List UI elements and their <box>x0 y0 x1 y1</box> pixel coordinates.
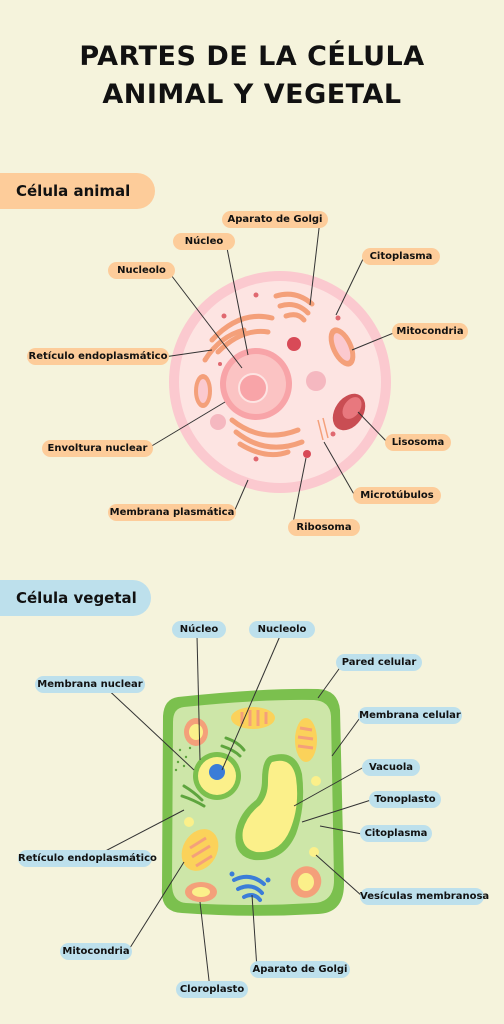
plant-cell-heading: Célula vegetal <box>0 580 151 616</box>
label-plant-nuclear-membrane: Membrana nuclear <box>35 676 145 693</box>
plant-golgi <box>232 874 266 902</box>
label-plant-cytoplasm: Citoplasma <box>360 825 432 842</box>
plant-chloroplast-1 <box>231 707 275 729</box>
label-animal-microtubules: Microtúbulos <box>353 487 441 504</box>
plant-chloroplast-2 <box>295 718 317 762</box>
label-plant-tonoplast: Tonoplasto <box>369 791 441 808</box>
animal-vesicle <box>210 414 226 430</box>
animal-ribosome-2 <box>303 450 311 458</box>
label-animal-er: Retículo endoplasmático <box>27 348 169 365</box>
animal-golgi <box>273 291 315 323</box>
label-plant-mitochondria: Mitocondria <box>60 943 132 960</box>
animal-ribosome-1 <box>287 337 301 351</box>
label-plant-cell-membrane: Membrana celular <box>358 707 462 724</box>
plant-er <box>180 736 246 808</box>
label-plant-nucleus: Núcleo <box>172 621 226 638</box>
label-animal-golgi: Aparato de Golgi <box>222 211 328 228</box>
label-animal-nuclear-envelope: Envoltura nuclear <box>42 440 153 457</box>
label-animal-mitochondria: Mitocondria <box>392 323 468 340</box>
animal-nucleolus <box>238 373 268 403</box>
label-animal-nucleus: Núcleo <box>173 233 235 250</box>
label-plant-nucleolus: Nucleolo <box>249 621 315 638</box>
label-plant-vesicles: Vesículas membranosa <box>360 888 489 905</box>
label-plant-cell-wall: Pared celular <box>336 654 422 671</box>
label-plant-golgi: Aparato de Golgi <box>250 961 350 978</box>
animal-cell-heading: Célula animal <box>0 173 155 209</box>
label-plant-chloroplast: Cloroplasto <box>176 981 248 998</box>
page-title: PARTES DE LA CÉLULA ANIMAL Y VEGETAL <box>0 38 504 114</box>
label-plant-er: Retículo endoplasmático <box>18 850 157 867</box>
animal-er <box>202 313 305 458</box>
animal-centrosome <box>306 371 326 391</box>
animal-microtubules <box>317 417 329 441</box>
plant-nucleolus <box>209 764 225 780</box>
plant-vacuole <box>242 760 298 853</box>
animal-cell <box>149 219 397 529</box>
animal-leader-lines <box>149 219 397 529</box>
label-animal-cytoplasm: Citoplasma <box>362 248 440 265</box>
label-animal-lysosome: Lisosoma <box>385 434 451 451</box>
label-animal-nucleolus: Nucleolo <box>108 262 175 279</box>
plant-chloroplast-3 <box>181 829 219 871</box>
label-plant-vacuole: Vacuola <box>362 759 420 776</box>
title-line-1: PARTES DE LA CÉLULA <box>79 41 425 72</box>
plant-vesicle-3 <box>309 847 319 857</box>
title-line-2: ANIMAL Y VEGETAL <box>102 79 402 110</box>
label-animal-ribosome: Ribosoma <box>288 519 360 536</box>
plant-vesicle-2 <box>311 776 321 786</box>
label-animal-plasma-membrane: Membrana plasmática <box>108 504 236 521</box>
plant-cell <box>89 635 372 990</box>
plant-vesicle-1 <box>184 817 194 827</box>
